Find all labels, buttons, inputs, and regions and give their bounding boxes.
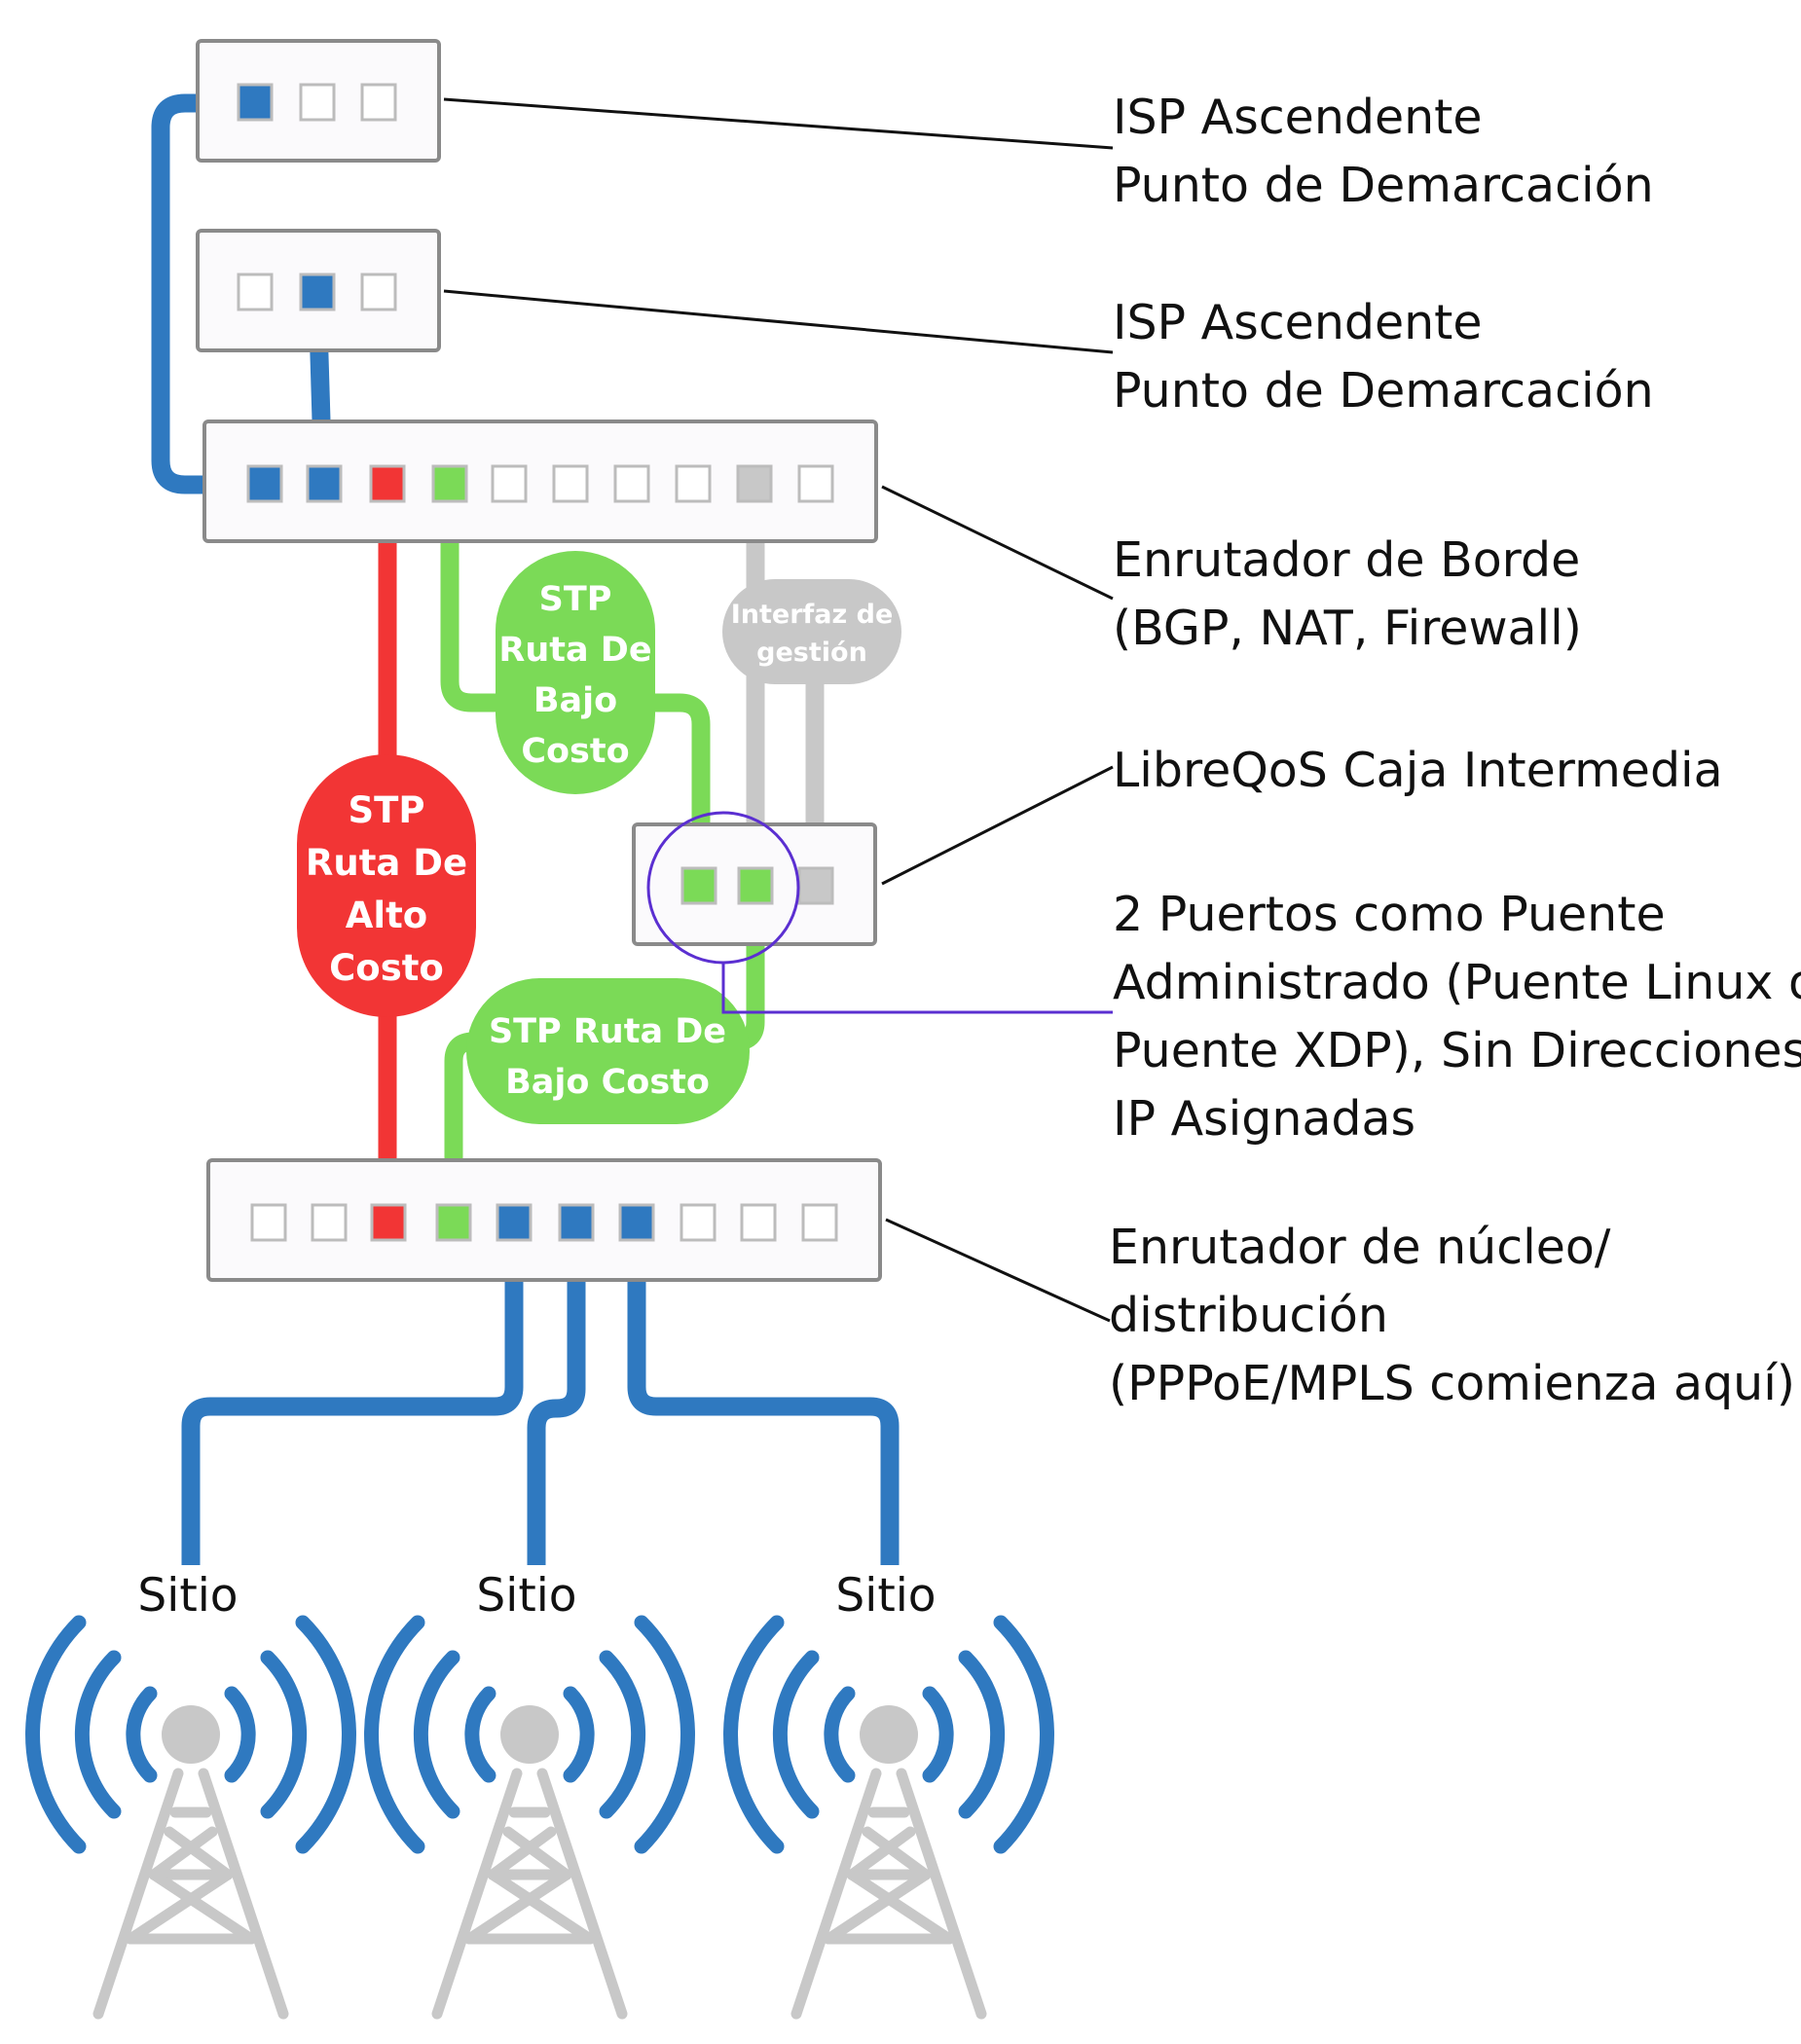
isp1-port-3 bbox=[360, 83, 397, 122]
edge-leader-line bbox=[881, 485, 1114, 601]
edge-label-line-2: (BGP, NAT, Firewall) bbox=[1113, 601, 1582, 656]
low-cost-upper-line-3: Bajo bbox=[533, 681, 617, 720]
core-port-9 bbox=[740, 1203, 777, 1242]
high-cost-line-2: Ruta De bbox=[306, 842, 467, 884]
cell-tower-icon bbox=[33, 1623, 349, 2014]
management-interface-bubble: Interfaz de gestión bbox=[722, 579, 901, 684]
edge-port-5 bbox=[491, 464, 528, 503]
isp1-label-line-2: Punto de Demarcación bbox=[1113, 158, 1654, 213]
low-cost-lower-line-1: STP Ruta De bbox=[489, 1012, 726, 1051]
site3-cable bbox=[627, 1222, 900, 1565]
edge-port-7 bbox=[613, 464, 650, 503]
low-cost-bubble-lower: STP Ruta De Bajo Costo bbox=[466, 978, 750, 1124]
isp2-port-1 bbox=[237, 273, 274, 311]
core-label-line-3: (PPPoE/MPLS comienza aquí) bbox=[1109, 1356, 1795, 1411]
bridge-label-line-3: Puente XDP), Sin Direcciones bbox=[1113, 1023, 1801, 1078]
core-port-3 bbox=[370, 1203, 407, 1242]
core-label-line-2: distribución bbox=[1109, 1288, 1388, 1343]
site-1-label: Sitio bbox=[137, 1569, 238, 1623]
edge-port-1 bbox=[246, 464, 283, 503]
libreqos-leader-line bbox=[881, 765, 1114, 886]
isp-demarc-box-1 bbox=[196, 39, 441, 163]
site-3-label: Sitio bbox=[835, 1569, 936, 1623]
edge-port-9 bbox=[736, 464, 773, 503]
bridge-label-line-1: 2 Puertos como Puente bbox=[1113, 887, 1666, 942]
core-port-5 bbox=[496, 1203, 533, 1242]
isp2-port-3 bbox=[360, 273, 397, 311]
low-cost-lower-line-2: Bajo Costo bbox=[505, 1063, 710, 1102]
cell-tower-icon bbox=[372, 1623, 688, 2014]
bridge-label-line-4: IP Asignadas bbox=[1113, 1091, 1415, 1147]
low-cost-upper-line-4: Costo bbox=[521, 732, 629, 771]
core-router-box bbox=[206, 1158, 882, 1282]
isp2-label-line-2: Punto de Demarcación bbox=[1113, 363, 1654, 419]
high-cost-line-1: STP bbox=[348, 789, 424, 831]
low-cost-bubble-upper: STP Ruta De Bajo Costo bbox=[496, 551, 655, 794]
high-cost-bubble: STP Ruta De Alto Costo bbox=[297, 754, 476, 1017]
core-port-1 bbox=[250, 1203, 287, 1242]
edge-port-6 bbox=[552, 464, 589, 503]
edge-port-8 bbox=[675, 464, 712, 503]
core-port-2 bbox=[311, 1203, 348, 1242]
high-cost-line-4: Costo bbox=[329, 947, 444, 989]
cell-tower-icon bbox=[731, 1623, 1048, 2014]
isp1-port-1 bbox=[237, 83, 274, 122]
core-label-line-1: Enrutador de núcleo/ bbox=[1109, 1220, 1611, 1275]
libreqos-label: LibreQoS Caja Intermedia bbox=[1113, 743, 1723, 798]
core-port-7 bbox=[618, 1203, 655, 1242]
libreqos-port-1 bbox=[680, 866, 717, 905]
high-cost-line-3: Alto bbox=[346, 894, 427, 936]
core-port-6 bbox=[558, 1203, 595, 1242]
edge-port-4 bbox=[431, 464, 468, 503]
edge-port-2 bbox=[306, 464, 343, 503]
libreqos-port-2 bbox=[737, 866, 774, 905]
isp1-uplink-cable bbox=[151, 93, 265, 494]
edge-router-box bbox=[202, 420, 878, 543]
edge-port-10 bbox=[797, 464, 834, 503]
libreqos-port-3 bbox=[797, 866, 834, 905]
isp-demarc-box-2 bbox=[196, 229, 441, 352]
isp2-port-2 bbox=[299, 273, 336, 311]
mgmt-line-2: gestión bbox=[756, 638, 867, 668]
site1-cable bbox=[181, 1222, 524, 1565]
core-port-4 bbox=[435, 1203, 472, 1242]
edge-port-3 bbox=[369, 464, 406, 503]
mgmt-line-1: Interfaz de bbox=[731, 600, 894, 630]
libreqos-box bbox=[632, 822, 877, 946]
site-2-label: Sitio bbox=[476, 1569, 576, 1623]
core-port-10 bbox=[801, 1203, 838, 1242]
isp1-label-line-1: ISP Ascendente bbox=[1113, 90, 1483, 145]
isp2-label-line-1: ISP Ascendente bbox=[1113, 295, 1483, 350]
isp1-leader-line bbox=[443, 97, 1114, 150]
isp1-port-2 bbox=[299, 83, 336, 122]
bridge-leader-line bbox=[721, 963, 1113, 1014]
bridge-label-line-2: Administrado (Puente Linux o bbox=[1113, 955, 1801, 1010]
edge-label-line-1: Enrutador de Borde bbox=[1113, 532, 1580, 588]
site2-cable bbox=[527, 1222, 586, 1565]
low-cost-upper-line-2: Ruta De bbox=[498, 631, 651, 670]
low-cost-upper-line-1: STP bbox=[539, 580, 612, 619]
isp2-leader-line bbox=[443, 289, 1114, 354]
core-leader-line bbox=[885, 1218, 1111, 1323]
core-port-8 bbox=[680, 1203, 717, 1242]
